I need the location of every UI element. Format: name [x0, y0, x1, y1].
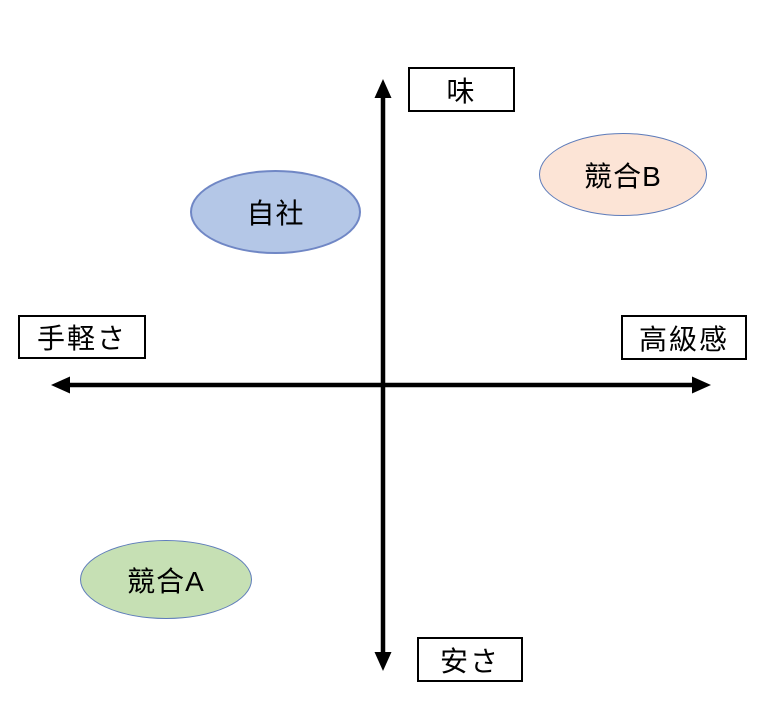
up-arrowhead-icon — [374, 79, 392, 98]
axis-label-right: 高級感 — [621, 315, 747, 360]
axis-label-left-text: 手軽さ — [36, 323, 127, 354]
entity-label: 競合A — [127, 565, 205, 597]
down-arrowhead-icon — [374, 652, 392, 671]
axis-label-top: 味 — [408, 67, 515, 112]
axis-label-bottom: 安さ — [417, 637, 523, 682]
right-arrowhead-icon — [692, 376, 711, 394]
entity-label: 競合B — [584, 160, 662, 192]
entity-label: 自社 — [246, 198, 305, 229]
axis-label-top-text: 味 — [446, 75, 477, 107]
axis-label-bottom-text: 安さ — [439, 645, 500, 677]
axis-label-right-text: 高級感 — [638, 323, 729, 355]
entity-ellipse-jisha: 自社 — [190, 170, 361, 254]
entity-ellipse-kyogo-a: 競合A — [80, 540, 252, 619]
left-arrowhead-icon — [51, 376, 70, 394]
axis-label-left: 手軽さ — [18, 315, 146, 359]
entity-ellipse-kyogo-b: 競合B — [539, 133, 707, 216]
